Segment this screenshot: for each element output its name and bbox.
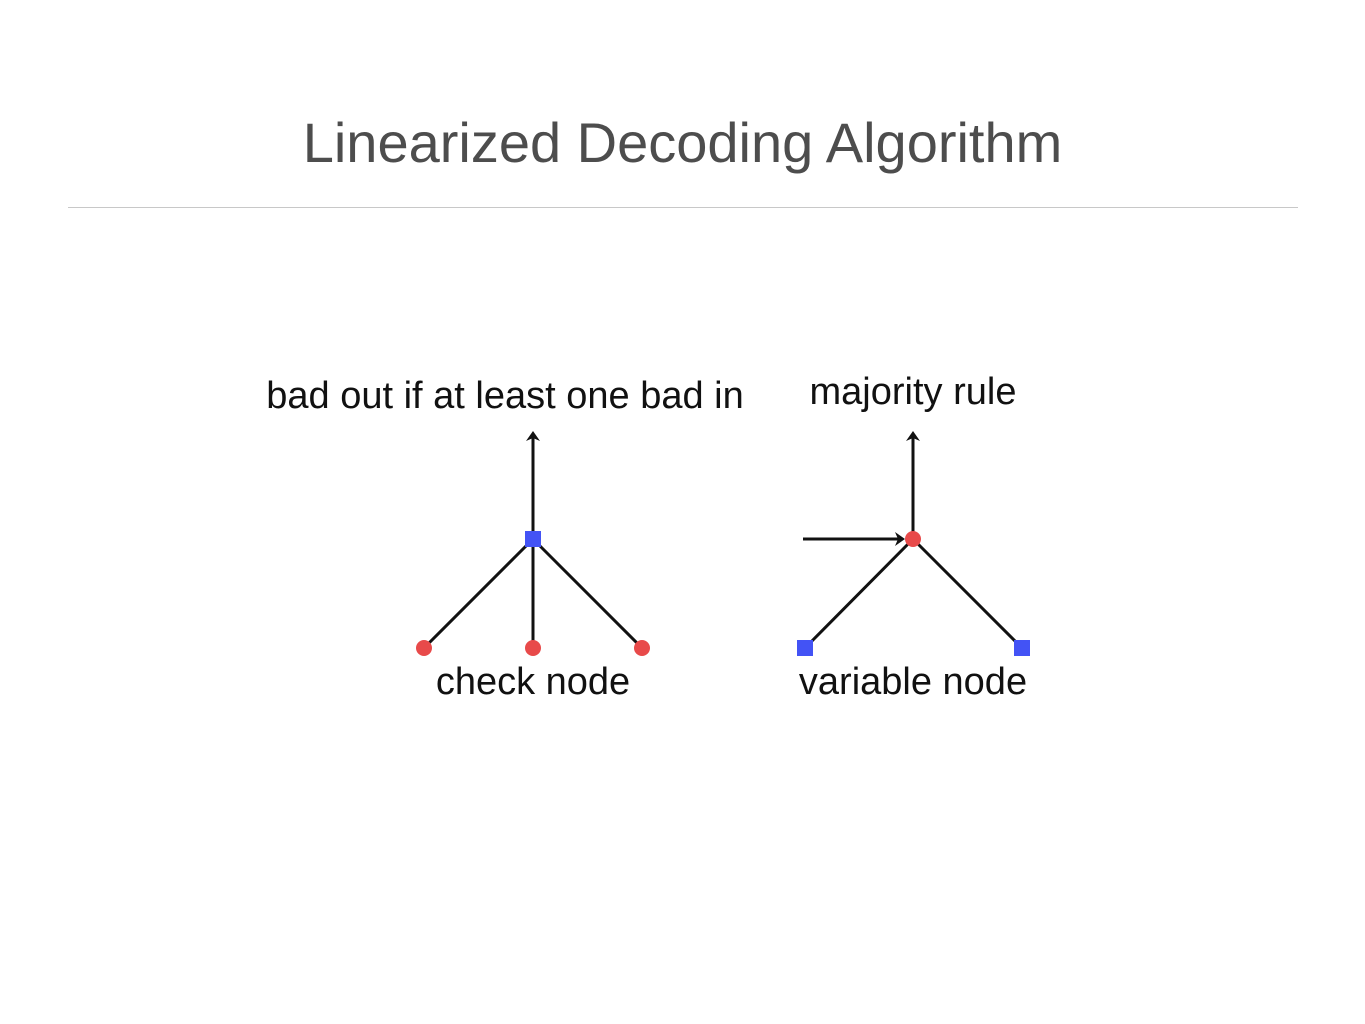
check-edge-right <box>531 537 644 650</box>
variable-node-dot <box>905 531 921 547</box>
variable-node-dot-center <box>525 640 541 656</box>
check-node-label: check node <box>436 661 630 703</box>
title-divider <box>68 207 1298 208</box>
variable-node-panel: majority rule variable node <box>797 371 1030 703</box>
variable-edge-right <box>911 537 1024 650</box>
variable-edge-left <box>803 537 915 650</box>
check-node-square-right <box>1014 640 1030 656</box>
variable-node-dot-left <box>416 640 432 656</box>
check-rule-label: bad out if at least one bad in <box>266 375 743 417</box>
slide-title: Linearized Decoding Algorithm <box>302 111 1063 174</box>
variable-node-dot-right <box>634 640 650 656</box>
majority-rule-label: majority rule <box>810 371 1017 413</box>
check-node-square-left <box>797 640 813 656</box>
variable-node-label: variable node <box>799 661 1027 703</box>
check-node-panel: bad out if at least one bad in check nod… <box>266 375 743 703</box>
check-edge-left <box>422 537 535 650</box>
check-node-square <box>525 531 541 547</box>
